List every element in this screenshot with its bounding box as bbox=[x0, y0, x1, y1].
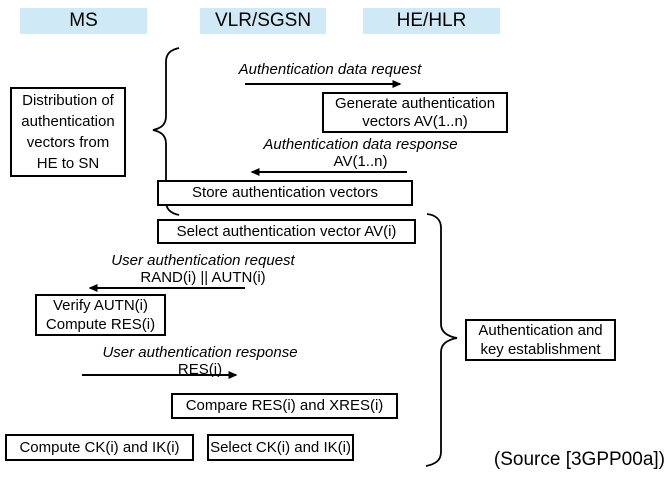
brace-auth-key-phase bbox=[425, 213, 458, 467]
box-compute-ck-ik: Compute CK(i) and IK(i) bbox=[5, 434, 194, 461]
box-select-ck-ik: Select CK(i) and IK(i) bbox=[207, 434, 354, 461]
message-auth-data-request: Authentication data request bbox=[230, 61, 430, 78]
box-distribution-annotation: Distribution of authentication vectors f… bbox=[10, 87, 126, 177]
box-verify-autn: Verify AUTN(i) Compute RES(i) bbox=[35, 294, 166, 336]
box-store-vectors: Store authentication vectors bbox=[157, 180, 413, 206]
lifeline-header-he-hlr: HE/HLR bbox=[363, 8, 500, 34]
message-user-auth-request: User authentication request RAND(i) || A… bbox=[103, 252, 303, 286]
message-params: AV(1..n) bbox=[333, 153, 388, 170]
message-label: Authentication data request bbox=[238, 61, 422, 78]
box-auth-key-establishment: Authentication and key establishment bbox=[465, 319, 616, 361]
box-select-vector: Select authentication vector AV(i) bbox=[157, 219, 416, 244]
box-generate-vectors: Generate authentication vectors AV(1..n) bbox=[322, 92, 508, 133]
message-auth-data-response: Authentication data response AV(1..n) bbox=[253, 136, 468, 170]
source-citation: (Source [3GPP00a]) bbox=[493, 449, 665, 470]
lifeline-header-ms: MS bbox=[20, 8, 147, 34]
message-params: RES(i) bbox=[177, 361, 223, 378]
message-user-auth-response: User authentication response RES(i) bbox=[100, 344, 300, 378]
box-compare-res: Compare RES(i) and XRES(i) bbox=[171, 393, 398, 419]
message-label: Authentication data response bbox=[263, 136, 458, 153]
message-params: RAND(i) || AUTN(i) bbox=[140, 269, 266, 286]
message-label: User authentication request bbox=[111, 252, 295, 269]
message-label: User authentication response bbox=[102, 344, 298, 361]
lifeline-header-vlr-sgsn: VLR/SGSN bbox=[200, 8, 326, 34]
